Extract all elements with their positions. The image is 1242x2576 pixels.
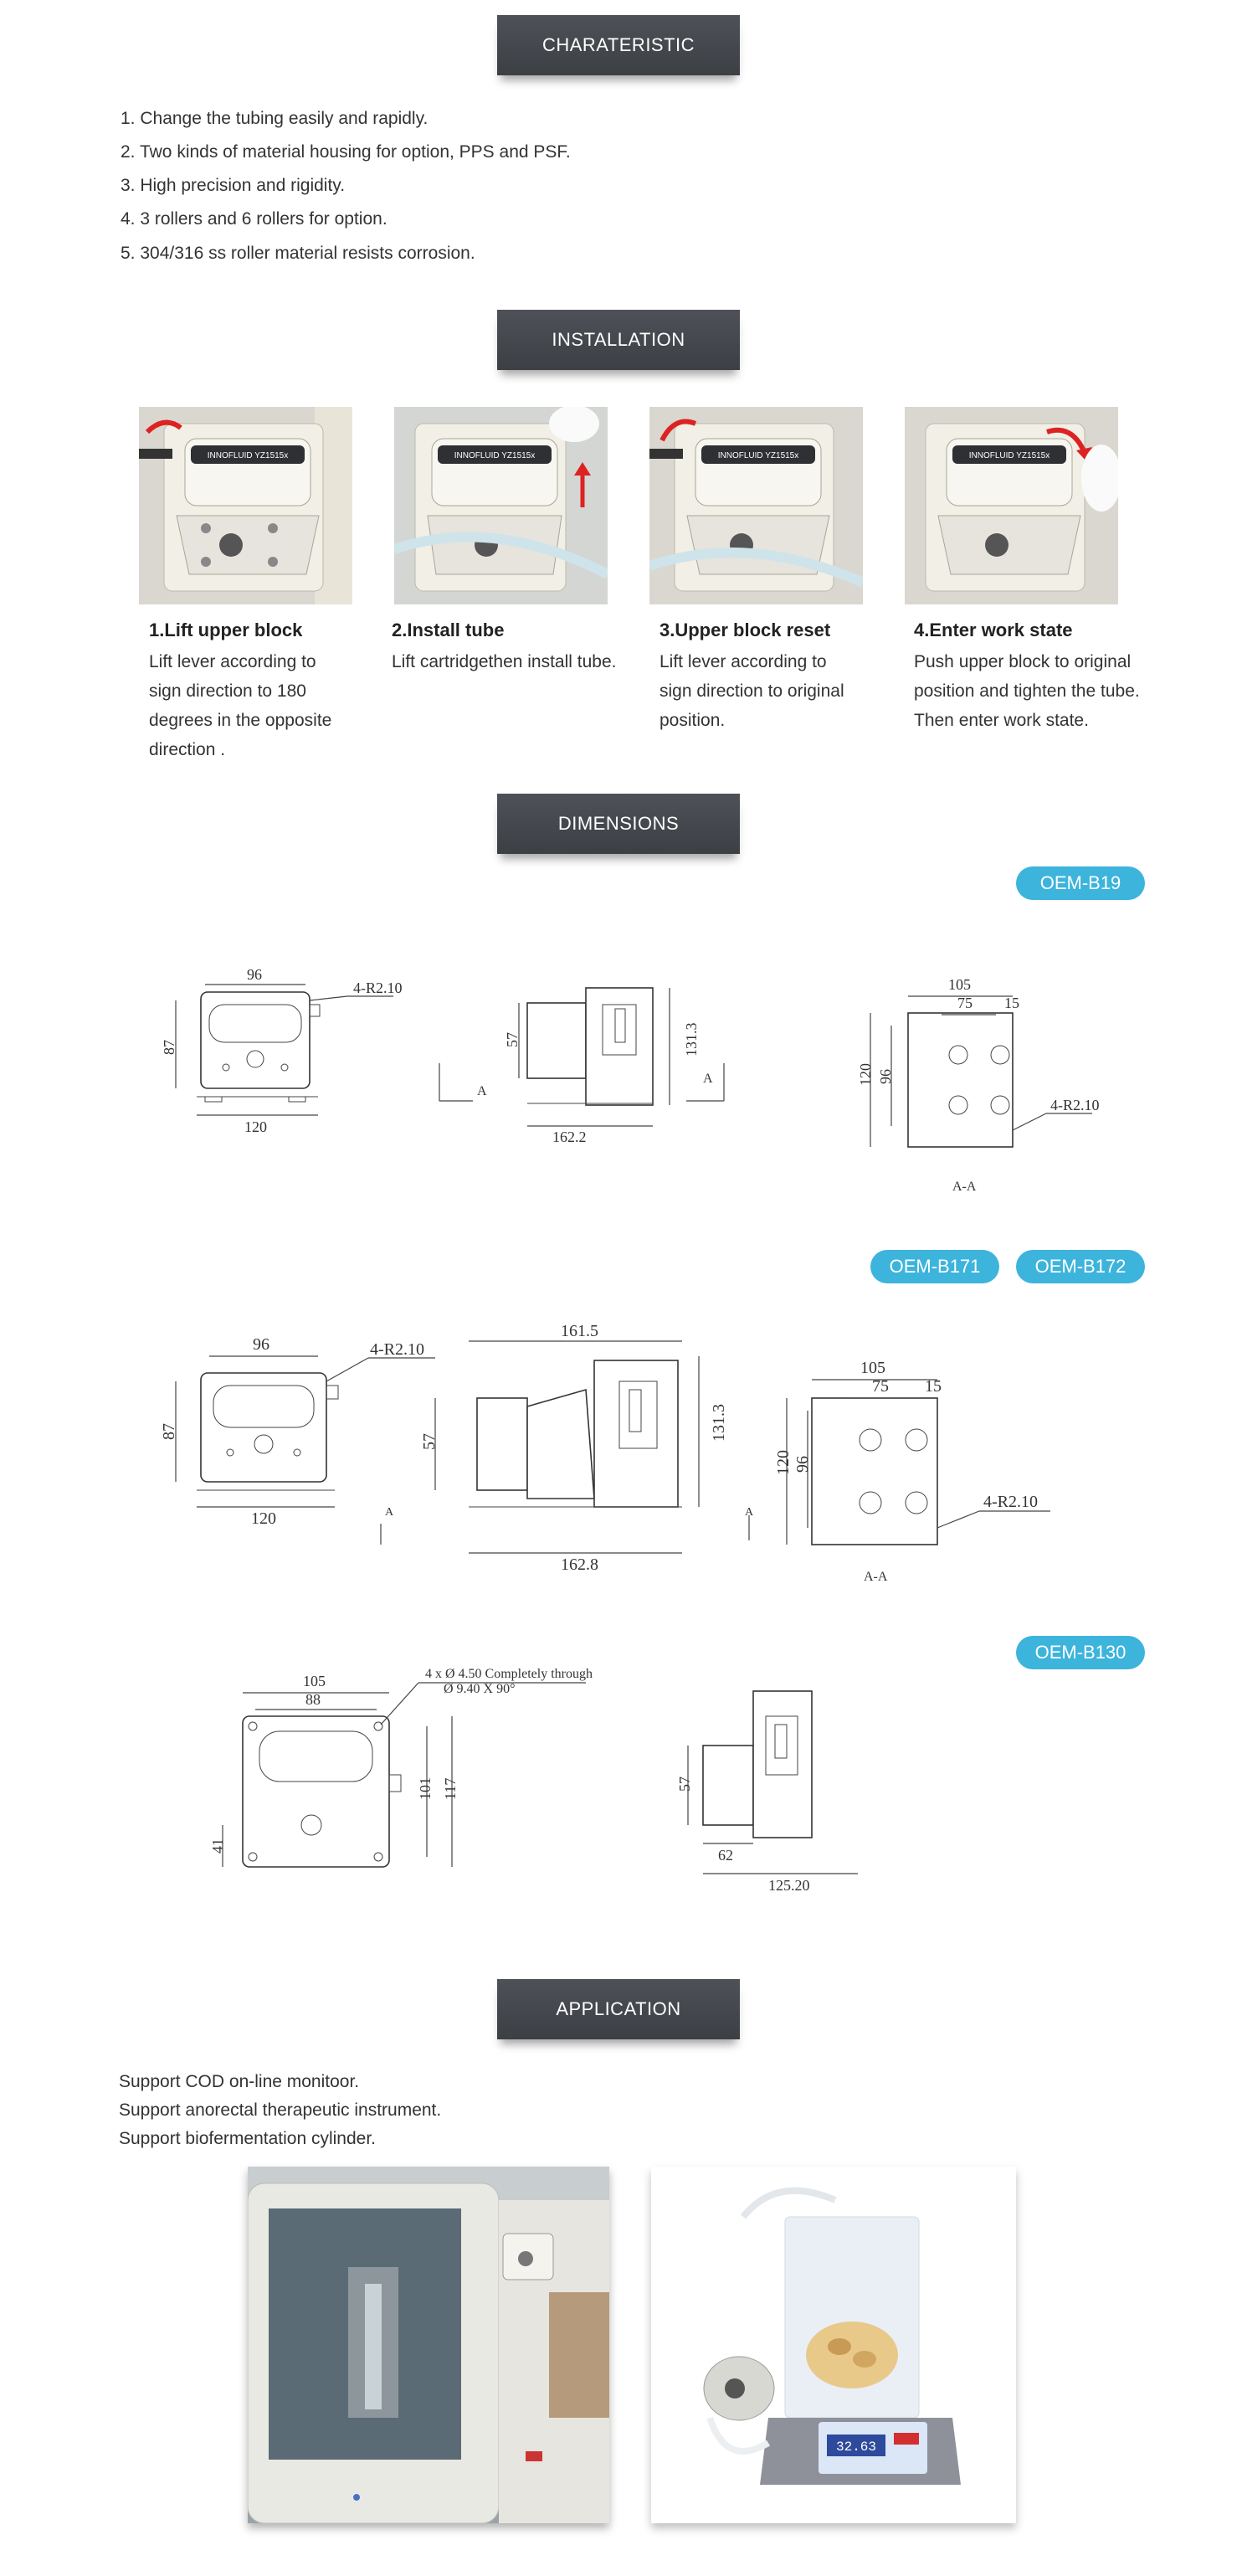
svg-text:131.3: 131.3 <box>710 1404 728 1442</box>
svg-text:75: 75 <box>957 995 973 1011</box>
model-badge-b130: OEM-B130 <box>1016 1636 1145 1669</box>
step-1-title: 1.Lift upper block <box>149 620 303 640</box>
svg-text:4 x Ø 4.50 Completely through: 4 x Ø 4.50 Completely through <box>425 1667 593 1681</box>
b17x-side-view: 161.5 57 131.3 162.8 A <box>420 1322 754 1574</box>
svg-text:162.8: 162.8 <box>561 1555 598 1574</box>
svg-text:15: 15 <box>925 1377 942 1396</box>
svg-text:A: A <box>703 1072 713 1086</box>
drawing-b17x: 96 87 120 4-R2.10 A 161.5 57 131.3 162.8… <box>160 1322 1050 1584</box>
svg-text:96: 96 <box>793 1456 812 1473</box>
svg-text:87: 87 <box>161 1040 177 1055</box>
characteristic-item-4: 4. 3 rollers and 6 rollers for option. <box>121 209 387 229</box>
characteristic-item-1: 1. Change the tubing easily and rapidly. <box>121 109 429 128</box>
svg-text:A: A <box>477 1084 487 1098</box>
model-badge-b19: OEM-B19 <box>1016 866 1145 900</box>
svg-text:62: 62 <box>718 1847 733 1864</box>
application-photo-fermentation: 32.63 <box>651 2167 1016 2523</box>
svg-text:117: 117 <box>442 1778 459 1800</box>
svg-text:4-R2.10: 4-R2.10 <box>1050 1097 1100 1113</box>
characteristic-item-2: 2. Two kinds of material housing for opt… <box>121 142 571 162</box>
svg-text:120: 120 <box>244 1118 267 1135</box>
b19-front-view: 96 87 120 4-R2.10 <box>161 966 403 1135</box>
model-badge-b172: OEM-B172 <box>1016 1250 1145 1283</box>
b17x-front-view: 96 87 120 4-R2.10 A <box>160 1335 435 1545</box>
application-item-2: Support anorectal therapeutic instrument… <box>119 2100 442 2120</box>
svg-text:125.20: 125.20 <box>768 1877 810 1894</box>
step-4-title: 4.Enter work state <box>914 620 1073 640</box>
svg-text:INNOFLUID YZ1515x: INNOFLUID YZ1515x <box>718 451 799 460</box>
b19-side-view: 57 131.3 162.2 A A <box>439 987 725 1145</box>
scale-display: 32.63 <box>836 2440 876 2455</box>
svg-text:Ø 9.40 X 90°: Ø 9.40 X 90° <box>444 1682 516 1696</box>
svg-text:96: 96 <box>253 1335 269 1354</box>
svg-text:162.2: 162.2 <box>552 1129 587 1145</box>
step-3-photo: INNOFLUID YZ1515x <box>649 407 863 604</box>
step-3-title: 3.Upper block reset <box>659 620 831 640</box>
b130-side-view: 57 62 125.20 <box>676 1690 858 1894</box>
b19-back-view: 105 75 15 120 96 4-R2.10 A-A <box>857 976 1100 1194</box>
drawing-b19: 96 87 120 4-R2.10 57 131.3 162.2 A A 105 <box>161 966 1100 1194</box>
section-banner-characteristic: CHARATERISTIC <box>497 15 740 75</box>
svg-text:96: 96 <box>247 966 262 983</box>
svg-text:A-A: A-A <box>864 1570 888 1584</box>
svg-text:101: 101 <box>417 1777 434 1800</box>
b130-front-view: 105 88 4 x Ø 4.50 Completely through Ø 9… <box>209 1667 593 1868</box>
svg-text:131.3: 131.3 <box>683 1023 700 1057</box>
characteristic-item-5: 5. 304/316 ss roller material resists co… <box>121 244 475 263</box>
svg-text:75: 75 <box>872 1377 889 1396</box>
svg-text:105: 105 <box>860 1359 885 1377</box>
b17x-back-view: 105 75 15 120 96 4-R2.10 A-A <box>774 1359 1050 1584</box>
svg-text:105: 105 <box>948 976 971 993</box>
svg-text:120: 120 <box>774 1450 793 1475</box>
svg-text:41: 41 <box>209 1838 226 1854</box>
svg-text:A: A <box>385 1506 394 1519</box>
svg-text:57: 57 <box>676 1776 693 1792</box>
characteristic-item-3: 3. High precision and rigidity. <box>121 176 346 195</box>
pump-label: INNOFLUID YZ1515x <box>208 451 289 460</box>
application-photo-cod-monitor <box>248 2167 609 2523</box>
svg-text:57: 57 <box>504 1032 521 1047</box>
svg-text:88: 88 <box>305 1691 321 1708</box>
drawing-b130: 105 88 4 x Ø 4.50 Completely through Ø 9… <box>209 1667 858 1894</box>
svg-text:105: 105 <box>303 1673 326 1689</box>
svg-text:4-R2.10: 4-R2.10 <box>370 1340 424 1359</box>
section-banner-dimensions: DIMENSIONS <box>497 794 740 854</box>
svg-text:161.5: 161.5 <box>561 1322 598 1340</box>
step-1-photo: INNOFLUID YZ1515x <box>139 407 352 604</box>
svg-text:4-R2.10: 4-R2.10 <box>983 1493 1038 1511</box>
svg-text:87: 87 <box>160 1423 178 1440</box>
step-2-desc: Lift cartridgethen install tube. <box>392 652 617 671</box>
section-banner-application: APPLICATION <box>497 1979 740 2039</box>
svg-text:96: 96 <box>877 1069 894 1084</box>
svg-text:A: A <box>745 1506 754 1519</box>
step-2-title: 2.Install tube <box>392 620 505 640</box>
svg-text:57: 57 <box>420 1433 439 1450</box>
svg-text:120: 120 <box>857 1063 874 1086</box>
svg-text:INNOFLUID YZ1515x: INNOFLUID YZ1515x <box>454 451 536 460</box>
application-item-3: Support biofermentation cylinder. <box>119 2129 377 2148</box>
svg-text:INNOFLUID YZ1515x: INNOFLUID YZ1515x <box>969 451 1050 460</box>
svg-text:120: 120 <box>251 1509 276 1528</box>
application-item-1: Support COD on-line monitoor. <box>119 2072 360 2091</box>
section-banner-installation: INSTALLATION <box>497 310 740 370</box>
model-badge-b171: OEM-B171 <box>870 1250 999 1283</box>
svg-text:4-R2.10: 4-R2.10 <box>353 979 403 996</box>
svg-text:A-A: A-A <box>952 1180 977 1194</box>
step-2-photo: INNOFLUID YZ1515x <box>394 407 608 604</box>
svg-text:15: 15 <box>1004 995 1019 1011</box>
step-4-photo: INNOFLUID YZ1515x <box>905 407 1118 604</box>
